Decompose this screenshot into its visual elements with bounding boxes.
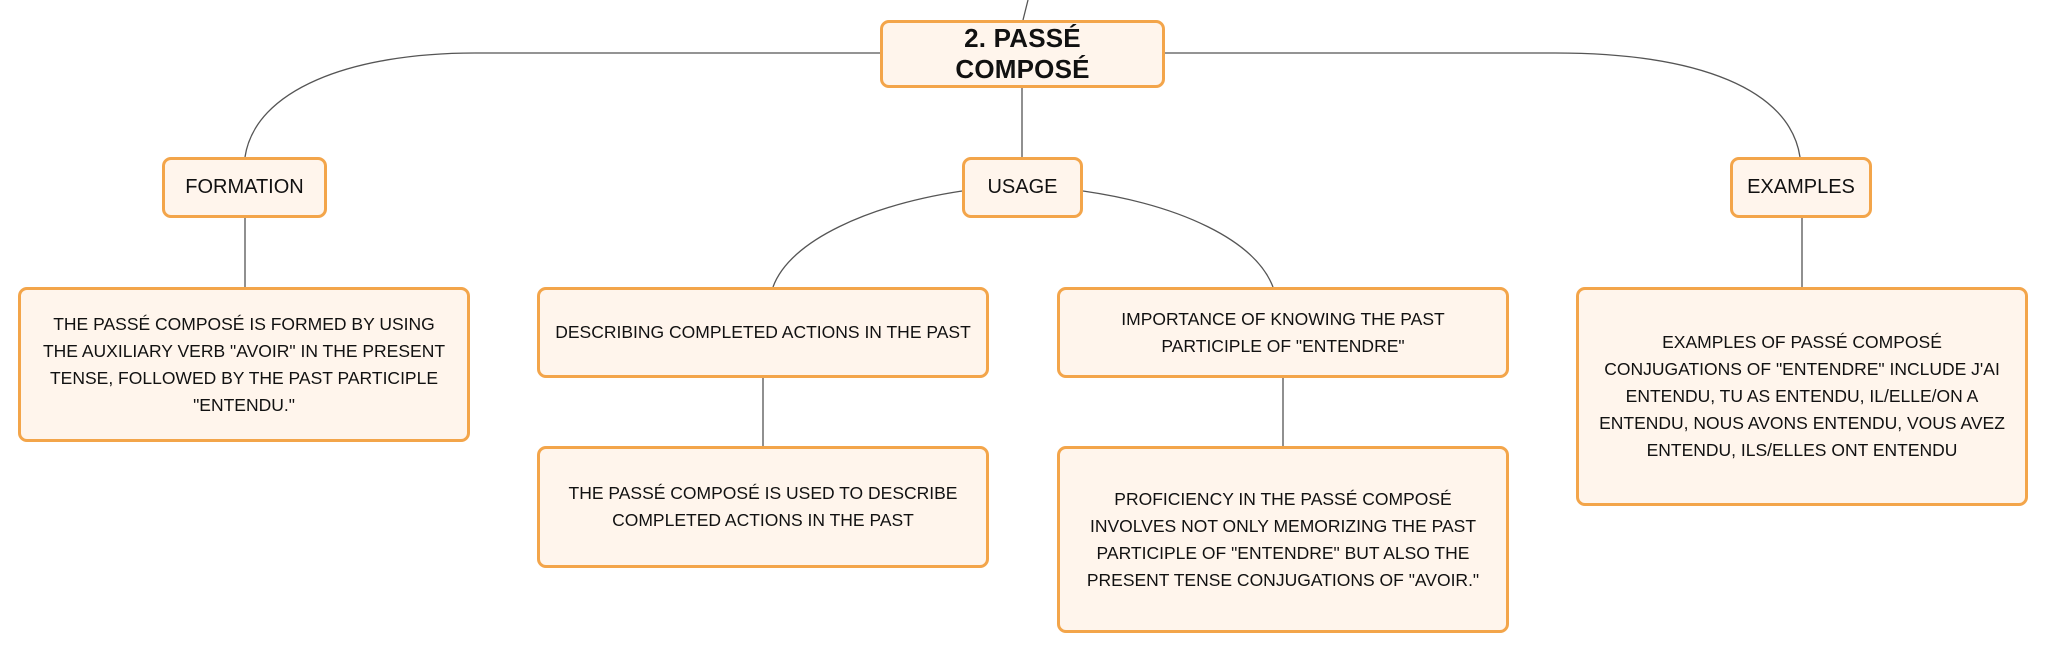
connector-parent-to-root xyxy=(1022,0,1029,21)
usage-node-label: USAGE xyxy=(987,176,1058,198)
root-node[interactable]: 2. PASSÉ COMPOSÉ xyxy=(880,20,1165,88)
formation-detail-node[interactable]: THE PASSÉ COMPOSÉ IS FORMED BY USING THE… xyxy=(18,287,470,442)
importance-text: IMPORTANCE OF KNOWING THE PAST PARTICIPL… xyxy=(1121,308,1445,356)
connector-root-to-formation xyxy=(244,52,880,158)
examples-node[interactable]: EXAMPLES xyxy=(1730,157,1872,218)
usage-node[interactable]: USAGE xyxy=(962,157,1083,218)
describing-detail-text: THE PASSÉ COMPOSÉ IS USED TO DESCRIBE CO… xyxy=(568,483,958,530)
examples-detail-text: EXAMPLES OF PASSÉ COMPOSÉ CONJUGATIONS O… xyxy=(1599,332,2005,460)
formation-node-label: FORMATION xyxy=(185,176,304,198)
formation-node[interactable]: FORMATION xyxy=(162,157,327,218)
examples-node-label: EXAMPLES xyxy=(1747,176,1855,198)
describing-detail-node[interactable]: THE PASSÉ COMPOSÉ IS USED TO DESCRIBE CO… xyxy=(537,446,989,568)
describing-text: DESCRIBING COMPLETED ACTIONS IN THE PAST xyxy=(555,322,971,342)
root-node-label: 2. PASSÉ COMPOSÉ xyxy=(955,23,1090,84)
connector-usage-to-describing xyxy=(772,190,963,288)
importance-detail-text: PROFICIENCY IN THE PASSÉ COMPOSÉ INVOLVE… xyxy=(1086,488,1480,590)
importance-detail-node[interactable]: PROFICIENCY IN THE PASSÉ COMPOSÉ INVOLVE… xyxy=(1057,446,1509,633)
connector-usage-to-importance xyxy=(1082,190,1274,288)
importance-node[interactable]: IMPORTANCE OF KNOWING THE PAST PARTICIPL… xyxy=(1057,287,1509,378)
describing-node[interactable]: DESCRIBING COMPLETED ACTIONS IN THE PAST xyxy=(537,287,989,378)
examples-detail-node[interactable]: EXAMPLES OF PASSÉ COMPOSÉ CONJUGATIONS O… xyxy=(1576,287,2028,506)
connector-root-to-examples xyxy=(1165,52,1801,158)
formation-detail-text: THE PASSÉ COMPOSÉ IS FORMED BY USING THE… xyxy=(42,313,446,415)
